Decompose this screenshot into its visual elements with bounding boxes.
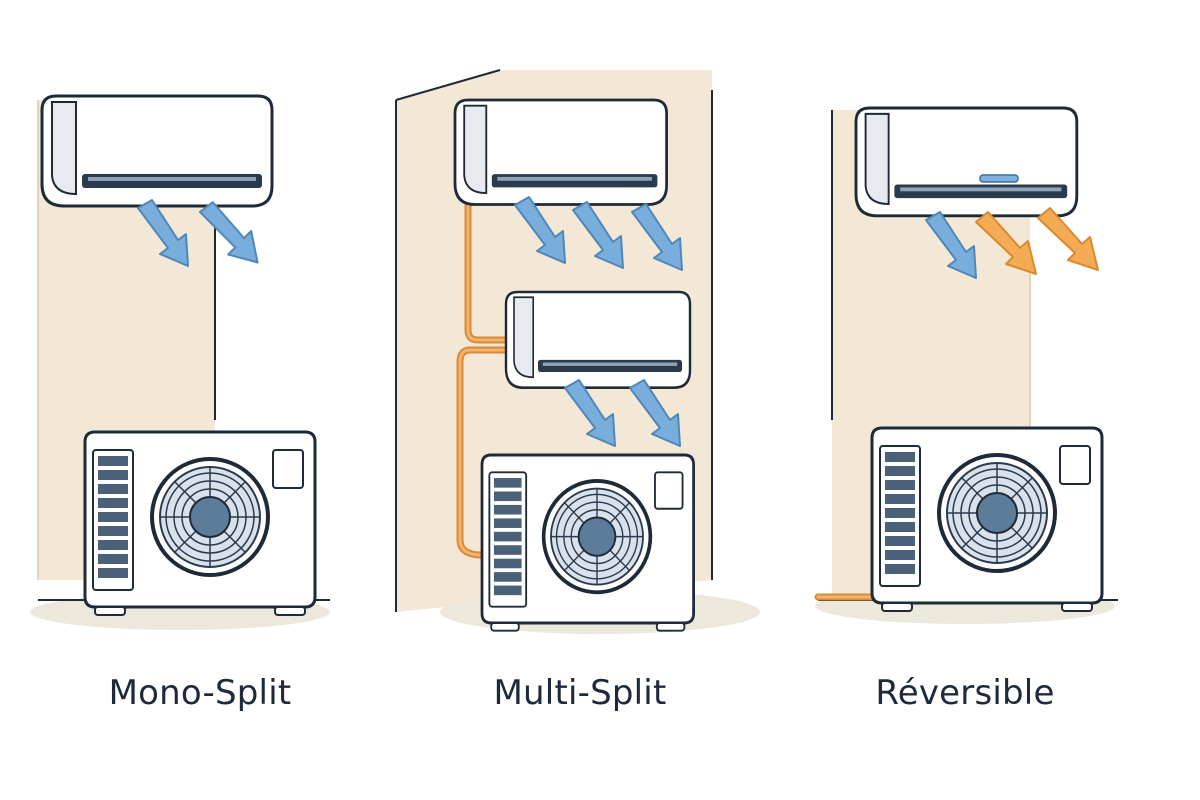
caption-mono-split: Mono-Split	[108, 673, 292, 713]
caption-multi-split: Multi-Split	[493, 673, 667, 713]
caption-reversible: Réversible	[875, 673, 1055, 713]
indoor-unit-upper	[453, 98, 669, 206]
panel-mono-split	[30, 94, 330, 630]
panel-reversible	[814, 106, 1118, 624]
indoor-unit	[854, 106, 1079, 218]
indoor-unit	[40, 94, 274, 208]
indoor-unit-lower	[504, 290, 692, 390]
panel-multi-split	[395, 69, 760, 634]
outdoor-unit	[83, 430, 317, 617]
outdoor-unit	[480, 453, 696, 633]
hot-air-arrow	[1037, 207, 1099, 271]
outdoor-unit	[870, 426, 1104, 613]
display-indicator	[979, 174, 1019, 183]
